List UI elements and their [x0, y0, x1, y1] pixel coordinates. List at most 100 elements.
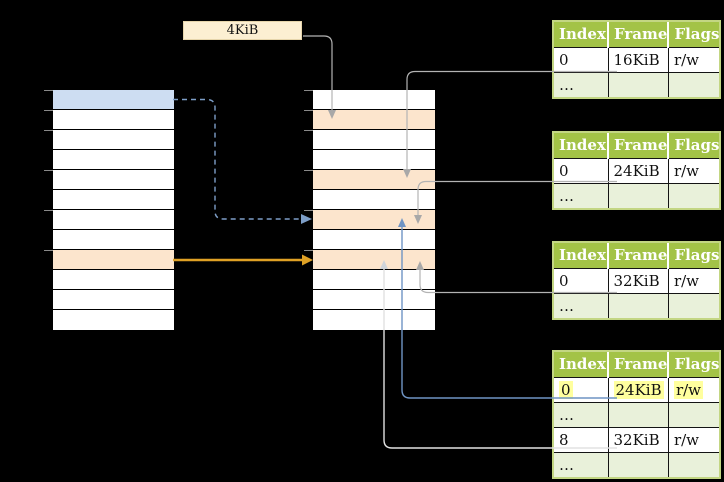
table-cell: r/w: [667, 46, 720, 73]
physical-memory-column: [312, 89, 436, 331]
table-row: …: [554, 401, 720, 428]
highlighted-value: r/w: [673, 380, 704, 399]
table-cell: r/w: [667, 267, 720, 294]
table-cell: 24KiB: [607, 376, 669, 403]
table-cell: 32KiB: [607, 426, 669, 453]
column-header-index: Index: [554, 352, 608, 378]
table-cell: [667, 182, 720, 208]
address-tick: [44, 130, 53, 131]
column-header-index: Index: [554, 243, 608, 269]
physical-memory-row: [313, 110, 435, 130]
physical-memory-row: [313, 150, 435, 170]
virtual-memory-row: [53, 130, 174, 150]
virtual-memory-row: [53, 190, 174, 210]
column-header-frame: Frame: [606, 243, 669, 269]
table-cell: 0: [554, 376, 609, 403]
physical-memory-row: [313, 210, 435, 230]
address-tick: [304, 90, 313, 91]
table-cell: [607, 401, 669, 428]
virtual-memory-row: [53, 230, 174, 250]
table-cell: [667, 401, 720, 428]
virtual-memory-row: [53, 110, 174, 130]
virtual-memory-row: [53, 210, 174, 230]
table-row: 0 24KiB r/w: [554, 376, 720, 403]
table-cell: 24KiB: [607, 157, 669, 184]
physical-memory-row: [313, 250, 435, 270]
table-cell: [607, 451, 669, 477]
table-cell: r/w: [667, 157, 720, 184]
table-cell: …: [554, 451, 609, 477]
address-tick: [304, 130, 313, 131]
table-cell: 8: [554, 426, 609, 453]
column-header-index: Index: [554, 133, 608, 159]
table-cell: …: [554, 401, 609, 428]
table-cell: [607, 71, 669, 97]
virtual-memory-row: [53, 250, 174, 270]
table-cell: [667, 71, 720, 97]
address-tick: [304, 110, 313, 111]
table-row: …: [554, 71, 720, 97]
physical-memory-row: [313, 190, 435, 210]
physical-memory-row: [313, 130, 435, 150]
address-tick: [44, 110, 53, 111]
address-tick: [44, 210, 53, 211]
physical-memory-row: [313, 90, 435, 110]
table-cell: 0: [554, 157, 609, 184]
virtual-memory-row: [53, 170, 174, 190]
address-tick: [304, 250, 313, 251]
physical-memory-row: [313, 230, 435, 250]
highlighted-value: 0: [559, 380, 573, 399]
table-cell: [607, 182, 669, 208]
frame-size-label: 4KiB: [183, 21, 302, 40]
table-cell: [607, 292, 669, 318]
physical-memory-row: [313, 310, 435, 330]
virtual-memory-row: [53, 310, 174, 330]
table-cell: [667, 451, 720, 477]
address-tick: [44, 90, 53, 91]
arrow-right-icon: [301, 214, 312, 224]
table-cell: r/w: [667, 376, 720, 403]
table-cell: 0: [554, 267, 609, 294]
column-header-index: Index: [554, 22, 608, 48]
virtual-memory-row: [53, 270, 174, 290]
column-header-frame: Frame: [606, 133, 669, 159]
table-cell: 32KiB: [607, 267, 669, 294]
address-tick: [44, 170, 53, 171]
table-cell: …: [554, 182, 609, 208]
virtual-page-translation-connector: [173, 98, 312, 224]
column-header-frame: Frame: [606, 352, 669, 378]
address-tick: [304, 170, 313, 171]
virtual-orange-page-connector: [173, 254, 313, 266]
virtual-memory-row: [53, 290, 174, 310]
table-cell: [667, 292, 720, 318]
highlighted-value: 24KiB: [613, 380, 664, 399]
column-header-flags: Flags: [667, 243, 720, 269]
table-row: …: [554, 292, 720, 318]
table-row: …: [554, 182, 720, 208]
column-header-flags: Flags: [667, 352, 720, 378]
table-row: …: [554, 451, 720, 477]
table-cell: r/w: [667, 426, 720, 453]
virtual-memory-row: [53, 150, 174, 170]
table-cell: …: [554, 71, 609, 97]
physical-memory-row: [313, 170, 435, 190]
physical-memory-row: [313, 270, 435, 290]
column-header-flags: Flags: [667, 22, 720, 48]
column-header-frame: Frame: [606, 22, 669, 48]
address-tick: [304, 210, 313, 211]
column-header-flags: Flags: [667, 133, 720, 159]
physical-memory-row: [313, 290, 435, 310]
